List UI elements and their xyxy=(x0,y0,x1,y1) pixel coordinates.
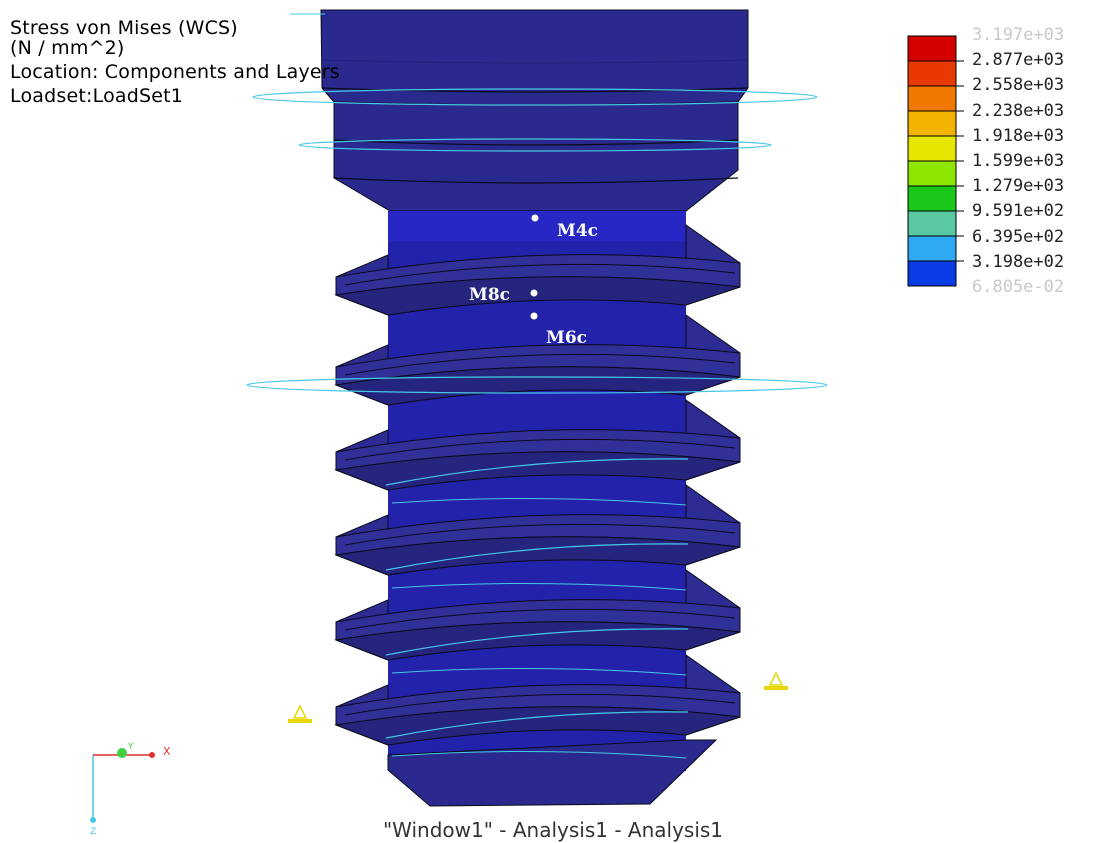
axis-z-label: Z xyxy=(90,827,96,837)
helix-line-lower xyxy=(391,750,687,759)
marker-m4c-label: M4c xyxy=(557,221,598,241)
legend-swatch xyxy=(908,61,956,86)
thread-tooth xyxy=(334,484,741,576)
legend-value-label: 3.197e+03 xyxy=(972,25,1065,45)
thread-tooth xyxy=(334,314,741,406)
marker-m8c-label: M8c xyxy=(469,285,510,305)
legend-value-label: 1.918e+03 xyxy=(972,125,1065,146)
legend-color-bar xyxy=(907,35,964,287)
legend-value-label: 3.198e+02 xyxy=(972,251,1065,272)
legend-swatch xyxy=(908,111,956,136)
result-units: (N / mm^2) xyxy=(10,37,125,59)
legend-value-label: 2.238e+03 xyxy=(972,100,1065,121)
thread-tooth xyxy=(334,569,741,661)
constraint-ring-2 xyxy=(298,138,772,152)
legend-value-label: 2.877e+03 xyxy=(972,50,1065,71)
constraint-symbol-left[interactable] xyxy=(288,704,312,723)
result-title: Stress von Mises (WCS) xyxy=(10,17,238,39)
marker-m8c-dot[interactable] xyxy=(530,289,538,297)
axis-y-label: Y xyxy=(127,742,134,752)
marker-m6c-label: M6c xyxy=(546,328,587,348)
result-location: Location: Components and Layers xyxy=(10,61,340,83)
axis-triad: X Y Z xyxy=(90,742,171,837)
legend-value-label: 9.591e+02 xyxy=(972,201,1065,222)
thread-tooth xyxy=(334,654,741,746)
helix-line xyxy=(385,458,689,486)
legend-swatch xyxy=(908,161,956,186)
legend-swatch xyxy=(908,261,956,286)
helix-line xyxy=(385,711,689,739)
helix-line-lower xyxy=(391,582,687,591)
helix-line-lower xyxy=(391,497,687,506)
legend-swatch xyxy=(908,186,956,211)
legend-value-label: 1.279e+03 xyxy=(972,176,1065,197)
legend-swatch xyxy=(908,136,956,161)
axis-x-label: X xyxy=(163,745,171,758)
legend-swatch xyxy=(908,236,956,261)
result-loadset: Loadset:LoadSet1 xyxy=(10,85,184,107)
screw-tip xyxy=(387,739,718,807)
legend-value-label: 6.395e+02 xyxy=(972,226,1065,247)
constraint-ring-1 xyxy=(252,88,818,106)
helix-curves xyxy=(385,458,689,759)
window-caption: "Window1" - Analysis1 - Analysis1 xyxy=(382,818,724,842)
legend-value-label: 1.599e+03 xyxy=(972,151,1065,171)
legend-swatch xyxy=(908,211,956,236)
legend-swatch xyxy=(908,36,956,61)
shank-top-lines xyxy=(320,59,749,64)
thread-tooth xyxy=(334,224,741,316)
constraint-symbol-right[interactable] xyxy=(764,671,788,690)
marker-m6c-dot[interactable] xyxy=(530,312,538,320)
thread-tooth xyxy=(334,399,741,491)
helix-line-lower xyxy=(391,667,687,676)
marker-m4c-dot[interactable] xyxy=(531,214,539,222)
helix-line xyxy=(385,628,689,656)
constraint-ring-3 xyxy=(246,376,828,394)
legend-value-label: 6.805e-02 xyxy=(972,277,1065,297)
legend-swatch xyxy=(908,86,956,111)
thread-teeth xyxy=(334,224,741,746)
helix-line xyxy=(385,543,689,571)
legend-value-label: 2.558e+03 xyxy=(972,75,1065,96)
